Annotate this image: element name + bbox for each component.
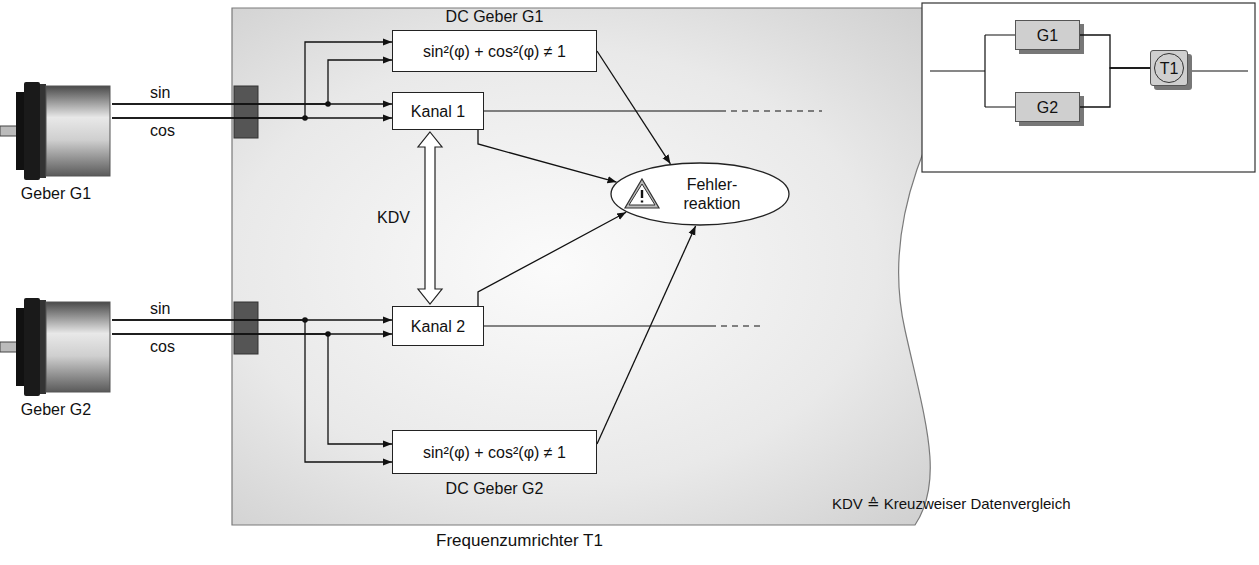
node-box: Kanal 1 [392,92,484,130]
encoder-body [46,302,110,392]
signal-name: cos [150,337,175,356]
output-wire [1188,70,1248,71]
encoder-shaft [0,342,18,352]
channel-output-lines [484,111,822,326]
node-rbd: G1 [1015,20,1080,50]
encoder-label: Geber G1 [0,184,112,203]
node-box: Kanal 2 [392,306,484,346]
split-wire [930,35,1015,107]
output-line [720,110,822,111]
signal-name: sin [150,299,170,318]
node-rbdT: T1 [1150,50,1188,86]
encoder-illustration [0,296,112,398]
ellipse-outline [610,162,790,226]
plug-connector [234,302,258,354]
node-geber: Geber G2 [0,296,112,421]
ellipse-shape [611,163,789,225]
signal-connector [112,42,392,118]
signal-connector [1080,35,1150,68]
node-dcTop: sin²(φ) + cos²(φ) ≠ 1DC Geber G1 [392,30,597,72]
warning-triangle-inner [629,184,655,205]
signal-connector [597,226,696,444]
output-line [710,325,762,326]
signal-connector [112,60,392,104]
warning-mark [641,190,643,203]
encoder-flange [16,92,24,170]
junction-dot [325,331,331,337]
encoder-illustration [0,80,112,182]
encoder-flange [24,82,40,180]
encoder-ring [40,84,46,178]
node-geber: Geber G1 [0,80,112,205]
signal-connector [1080,68,1150,107]
error-reaction-text: Fehler- reaktion [672,175,752,213]
encoder-label: Geber G2 [0,400,112,419]
reliability-block-text: G2 [1037,98,1058,117]
reliability-frame [922,3,1255,172]
node-fu: Frequenzumrichter T1sin²(φ) + cos²(φ) ≠ … [232,8,1002,525]
plug-connector [234,86,258,138]
junction-dot [325,101,331,107]
encoder-shaft [0,126,18,136]
encoder-body [46,86,110,176]
signal-connector [478,130,617,182]
edge-label: KDV [377,208,410,227]
reliability-wires [930,35,1248,107]
warning-triangle [625,179,659,208]
cross-compare-arrow [418,132,442,304]
channel-box-text: Kanal 1 [411,102,465,121]
encoder-flange [16,308,24,386]
check-formula: sin²(φ) + cos²(φ) ≠ 1 [423,42,566,61]
warning-icon [625,179,659,208]
node-ellipse: Fehler- reaktion [610,162,790,226]
block-heading: DC Geber G2 [393,479,596,498]
signal-name: sin [150,83,170,102]
check-formula: sin²(φ) + cos²(φ) ≠ 1 [423,443,566,462]
junction-dot [302,317,308,323]
channel-box-text: Kanal 2 [411,317,465,336]
junction-dot [302,115,308,121]
output-line [484,325,710,326]
converter-label: Frequenzumrichter T1 [232,531,807,550]
encoder-flange [24,298,40,396]
reliability-block-text: T1 [1160,59,1179,78]
signal-connector [112,334,392,444]
reliability-block-text: G1 [1037,26,1058,45]
signal-name: cos [150,121,175,140]
output-line [484,110,720,111]
signal-connector [112,320,392,462]
block-heading: DC Geber G1 [393,7,596,26]
signal-connector [597,51,670,164]
node-rbd: G2 [1015,92,1080,122]
node-dcBottom: sin²(φ) + cos²(φ) ≠ 1DC Geber G2 [392,430,597,474]
converter-housing [232,8,1000,525]
abbreviation-note: KDV ≙ Kreuzweiser Datenvergleich [832,494,1071,513]
signal-connector [478,212,626,306]
encoder-ring [40,300,46,394]
